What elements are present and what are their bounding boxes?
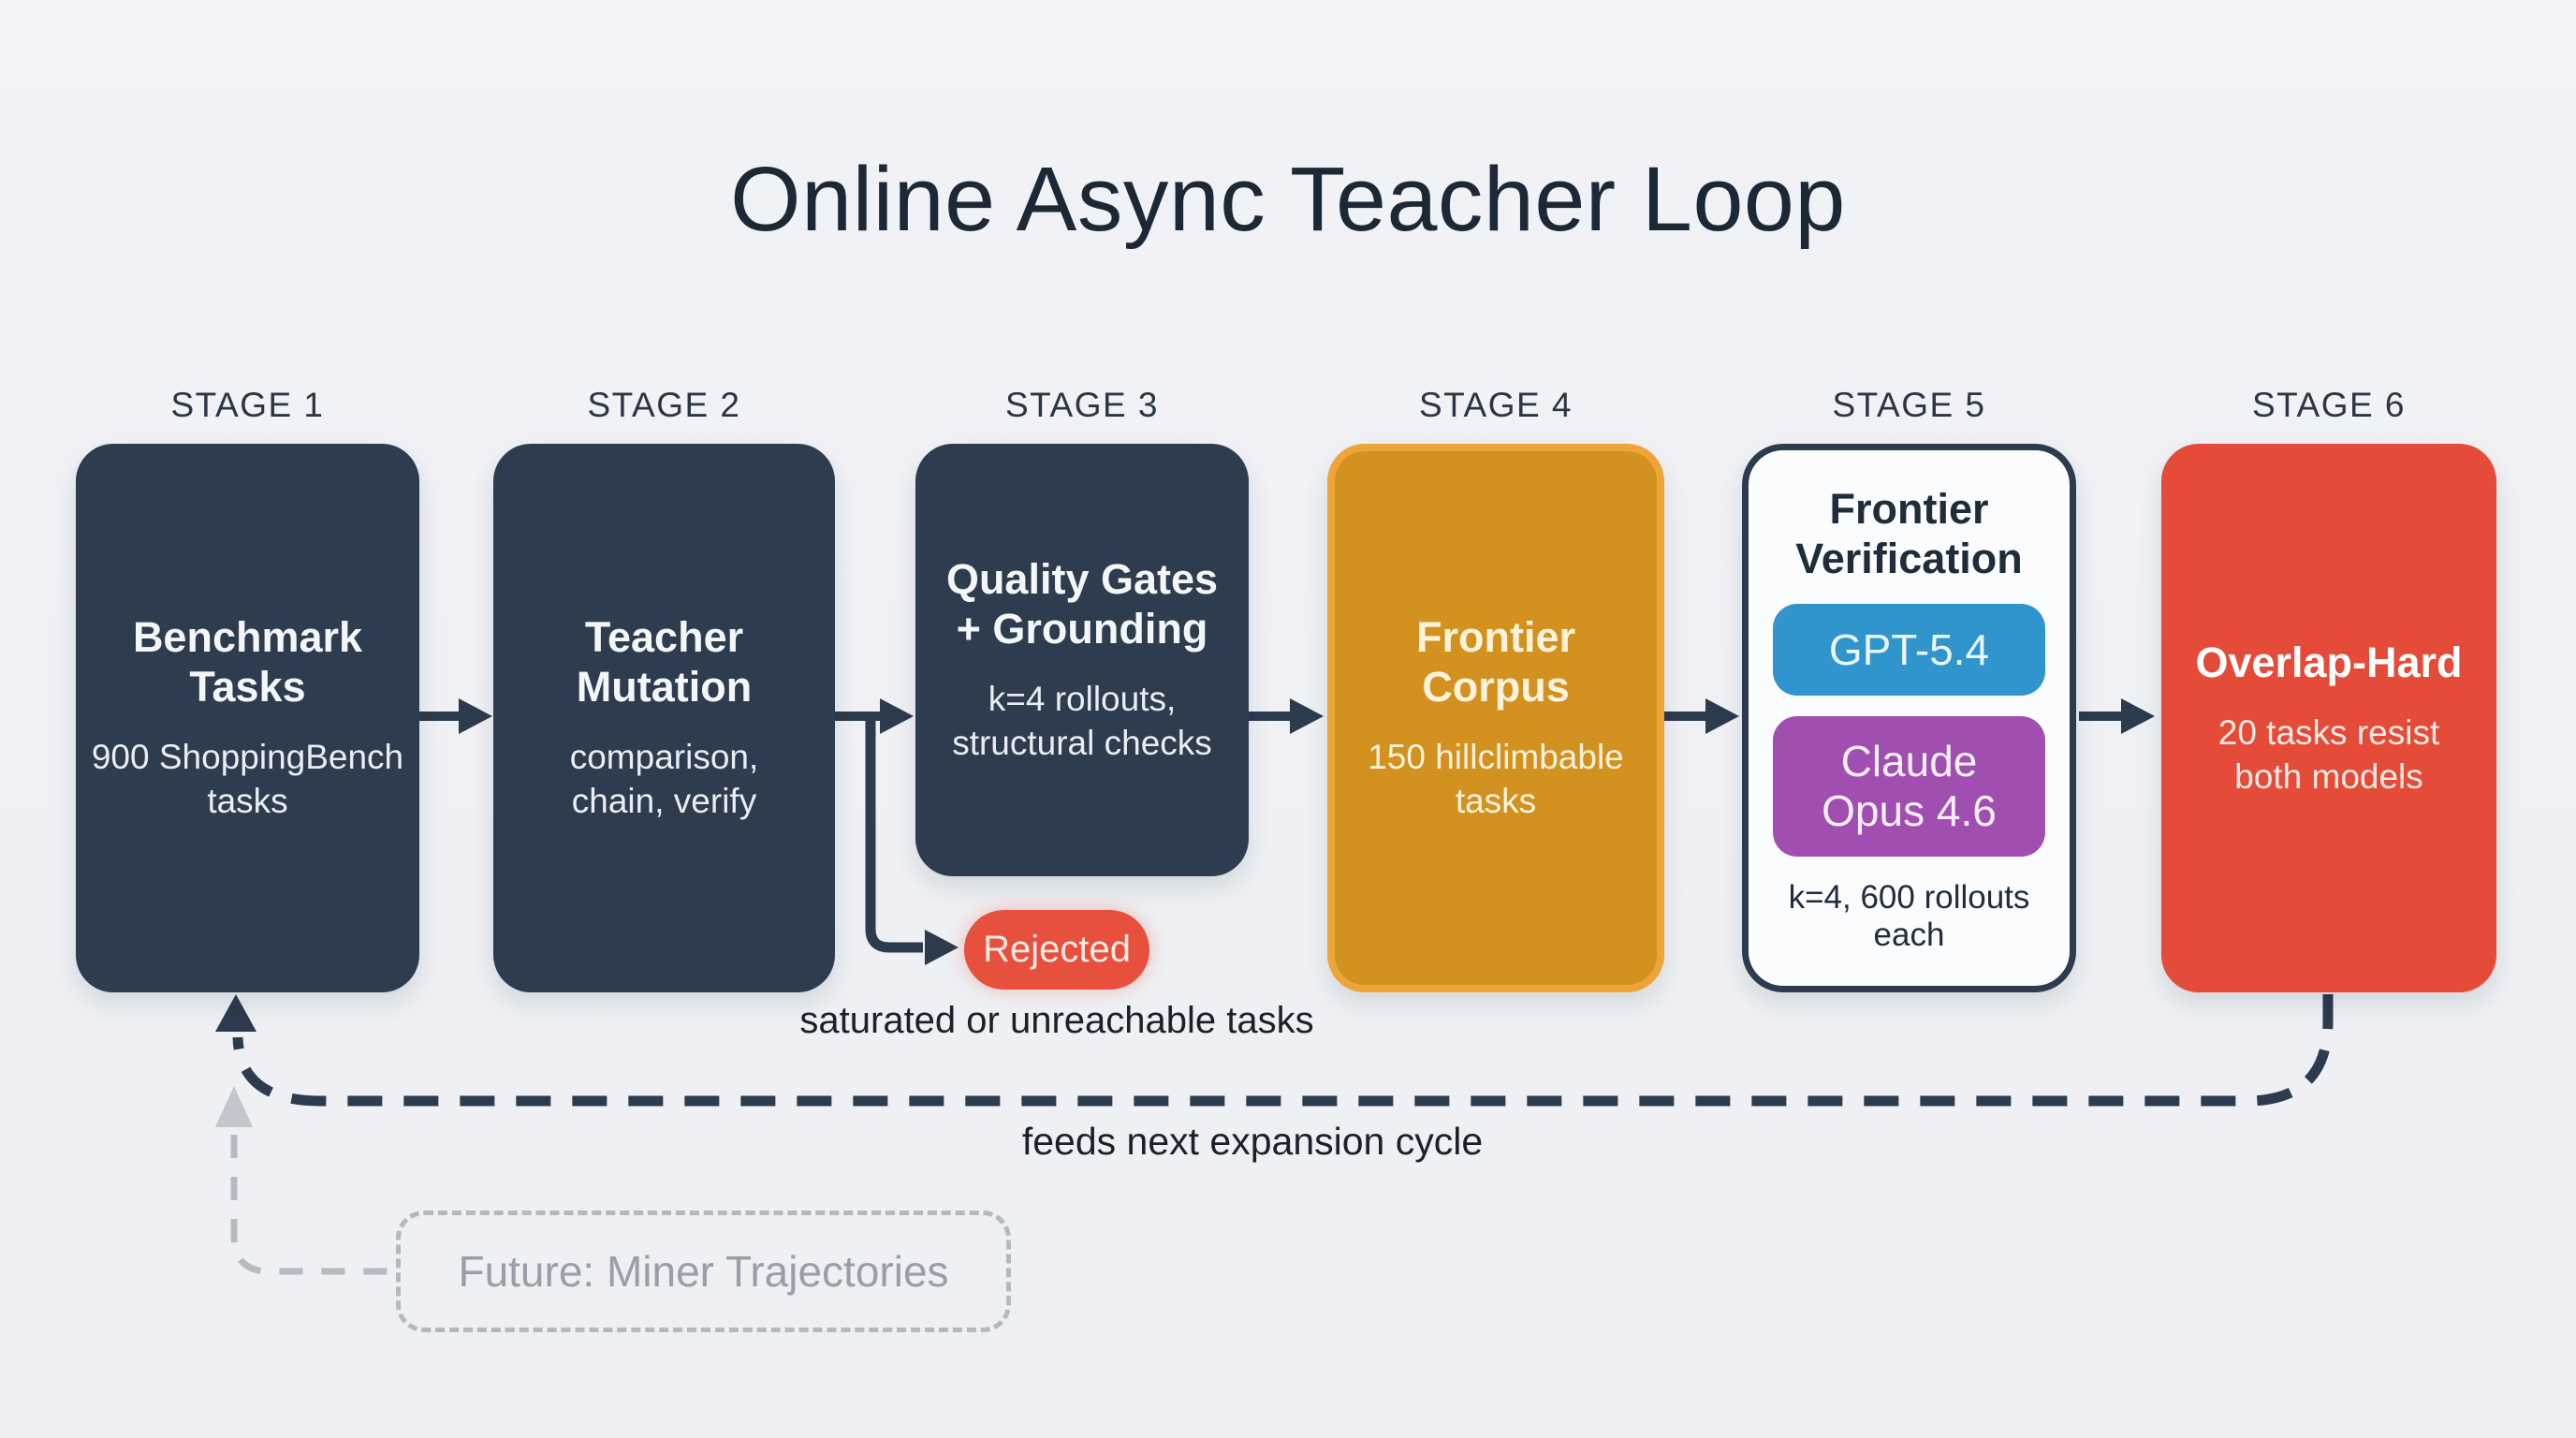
stage5-heading: Frontier Verification <box>1795 485 2023 583</box>
stage-flow-arrows <box>419 698 2155 734</box>
stage4-subtext: 150 hillclimbable tasks <box>1368 738 1624 821</box>
feedback-arrowhead <box>215 994 256 1032</box>
feedback-loop-label: feeds next expansion cycle <box>1021 1120 1484 1163</box>
stage2-box: Teacher Mutation comparison, chain, veri… <box>493 444 835 992</box>
page-title: Online Async Teacher Loop <box>730 147 1846 250</box>
stage6-box: Overlap-Hard 20 tasks resist both models <box>2161 444 2496 992</box>
stage4-heading: Frontier Corpus <box>1415 613 1575 712</box>
rejected-caption: saturated or unreachable tasks <box>799 1000 1314 1041</box>
stage6-label: STAGE 6 <box>2251 386 2407 424</box>
stage2-heading: Teacher Mutation <box>576 613 753 712</box>
stage3-label: STAGE 3 <box>1004 386 1160 424</box>
stage5-caption: k=4, 600 rollouts each <box>1788 879 2030 953</box>
stage3-box: Quality Gates + Grounding k=4 rollouts, … <box>915 444 1249 876</box>
stage1-heading: Benchmark Tasks <box>132 613 363 712</box>
stage4-box: Frontier Corpus 150 hillclimbable tasks <box>1327 444 1664 992</box>
feedback-loop-line <box>232 994 2334 1107</box>
rejected-pill: Rejected <box>964 910 1149 990</box>
arrowhead-stage2 <box>459 698 492 734</box>
rejected-branch-line <box>865 721 923 953</box>
future-arrowhead <box>215 1086 253 1127</box>
feedback-loop-arrow <box>215 994 2334 1107</box>
stage6-subtext: 20 tasks resist both models <box>2217 712 2440 796</box>
stage1-subtext: 900 ShoppingBench tasks <box>91 738 404 821</box>
rejected-branch-arrow <box>865 721 959 965</box>
stage1-box: Benchmark Tasks 900 ShoppingBench tasks <box>76 444 419 992</box>
future-connector-line <box>230 1135 393 1275</box>
stage2-label: STAGE 2 <box>587 386 741 424</box>
stage2-subtext: comparison, chain, verify <box>569 738 759 821</box>
stage6-heading: Overlap-Hard <box>2195 638 2463 686</box>
stage4-label: STAGE 4 <box>1418 386 1573 424</box>
arrowhead-stage6 <box>2121 698 2155 734</box>
stage5-box: Frontier Verification GPT-5.4 Claude Opu… <box>1742 444 2076 992</box>
claude-model-pill: Claude Opus 4.6 <box>1773 716 2045 858</box>
future-miner-trajectories-box: Future: Miner Trajectories <box>396 1211 1011 1332</box>
arrowhead-stage5 <box>1705 698 1739 734</box>
stage1-label: STAGE 1 <box>170 386 325 424</box>
future-connector-arrow <box>215 1086 393 1275</box>
rejected-arrowhead <box>925 930 959 965</box>
arrowhead-stage4 <box>1290 698 1324 734</box>
arrowhead-stage3 <box>880 698 914 734</box>
stage3-heading: Quality Gates + Grounding <box>945 555 1219 653</box>
stage3-subtext: k=4 rollouts, structural checks <box>952 680 1212 763</box>
gpt-model-pill: GPT-5.4 <box>1773 604 2045 697</box>
stage5-label: STAGE 5 <box>1832 386 1986 424</box>
